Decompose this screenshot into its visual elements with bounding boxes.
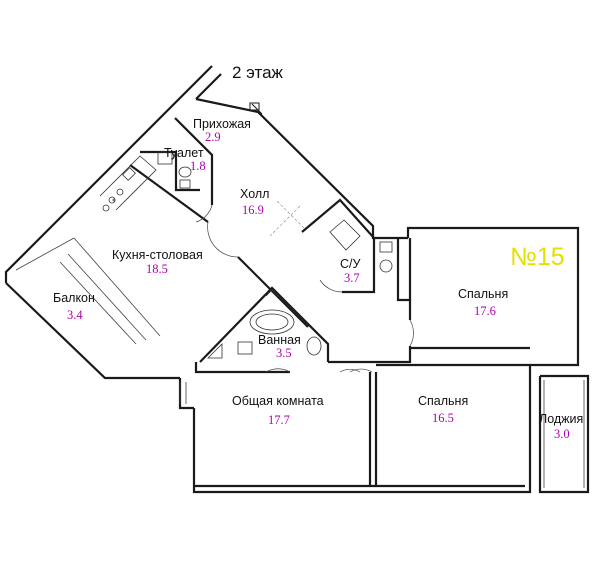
- room-area: 3.7: [344, 271, 360, 285]
- room-su: С/У 3.7: [340, 257, 361, 285]
- room-kuhnya: Кухня-столовая 18.5: [112, 248, 203, 276]
- floor-label: 2 этаж: [232, 63, 284, 82]
- bath-fixtures: [207, 289, 322, 359]
- room-area: 16.9: [242, 203, 264, 217]
- room-prihozhaya: Прихожая 2.9: [193, 117, 251, 144]
- room-area: 17.6: [474, 304, 496, 318]
- room-area: 3.4: [67, 308, 83, 322]
- balcony-glazing: [15, 237, 187, 404]
- room-name: Холл: [240, 187, 269, 201]
- su-fixtures: [329, 219, 393, 273]
- room-name: Лоджия: [539, 412, 583, 426]
- room-name: Спальня: [418, 394, 468, 408]
- room-area: 1.8: [190, 159, 206, 173]
- room-holl: Холл 16.9: [240, 187, 269, 217]
- toilet-fixtures: [157, 151, 192, 189]
- room-tualet: Туалет 1.8: [164, 146, 206, 173]
- room-name: Туалет: [164, 146, 204, 160]
- room-name: С/У: [340, 257, 361, 271]
- room-spalnya-1: Спальня 17.6: [458, 287, 508, 318]
- interior-walls: [129, 117, 530, 486]
- room-name: Общая комната: [232, 394, 324, 408]
- labels: 2 этаж №15 Прихожая 2.9 Туалет 1.8 Холл …: [53, 63, 583, 441]
- room-area: 2.9: [205, 130, 221, 144]
- room-balkon: Балкон 3.4: [53, 291, 95, 322]
- room-vannaya: Ванная 3.5: [258, 333, 301, 360]
- room-name: Кухня-столовая: [112, 248, 203, 262]
- room-name: Прихожая: [193, 117, 251, 131]
- room-area: 17.7: [268, 413, 290, 427]
- apartment-number: №15: [510, 243, 565, 271]
- room-area: 18.5: [146, 262, 168, 276]
- kitchen-fixtures: [99, 155, 157, 212]
- room-name: Балкон: [53, 291, 95, 305]
- room-lodzhiya: Лоджия 3.0: [539, 412, 583, 441]
- room-name: Ванная: [258, 333, 301, 347]
- room-name: Спальня: [458, 287, 508, 301]
- room-area: 3.0: [554, 427, 570, 441]
- exterior-walls: [4, 65, 590, 494]
- room-area: 16.5: [432, 411, 454, 425]
- room-spalnya-2: Спальня 16.5: [418, 394, 468, 425]
- room-area: 3.5: [276, 346, 292, 360]
- doors: [195, 199, 414, 373]
- room-obshchaya: Общая комната 17.7: [232, 394, 324, 427]
